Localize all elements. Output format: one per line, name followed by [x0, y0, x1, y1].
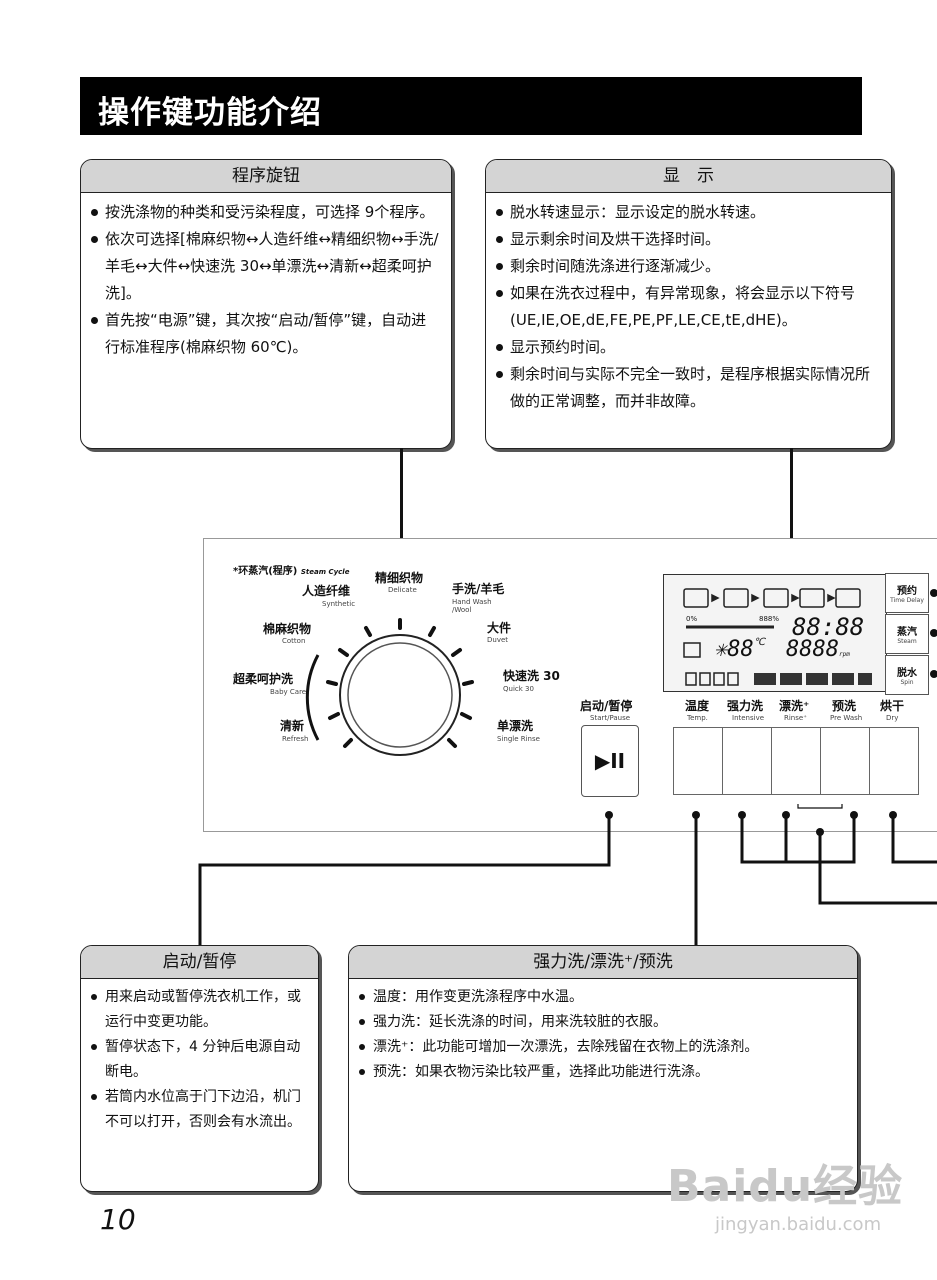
- list-item: 剩余时间随洗涤进行逐渐减少。: [496, 253, 881, 280]
- program-refresh-en: Refresh: [282, 735, 309, 743]
- title-bar: 操作键功能介绍: [80, 77, 862, 135]
- connector-dot: [930, 589, 937, 597]
- program-single-rinse[interactable]: 单漂洗: [497, 719, 534, 733]
- start-pause-title: 启动/暂停: [81, 946, 318, 979]
- option-temp-en: Temp.: [687, 714, 708, 722]
- option-intensive-en: Intensive: [732, 714, 765, 722]
- list-item: 暂停状态下，4 分钟后电源自动断电。: [91, 1035, 308, 1085]
- list-item: 如果在洗衣过程中，有异常现象，将会显示以下符号(UE,IE,OE,dE,FE,P…: [496, 280, 881, 334]
- lcd-display: 0% 888% 88:88 ✳88℃ 8888rpm: [663, 574, 887, 692]
- program-baby-care-en: Baby Care: [270, 688, 307, 696]
- watermark-url: jingyan.baidu.com: [715, 1214, 882, 1235]
- program-dial[interactable]: [300, 600, 500, 790]
- dial-inner-ring: [347, 642, 453, 748]
- temp-button[interactable]: [673, 727, 723, 795]
- connector-line: [790, 448, 793, 554]
- list-item: 温度：用作变更洗涤程序中水温。: [359, 985, 847, 1010]
- start-pause-button[interactable]: ▶II: [581, 725, 639, 797]
- lcd-rpm: 8888rpm: [786, 637, 850, 662]
- watermark-logo: Baidu经验: [667, 1161, 904, 1212]
- lcd-percent: 0%: [686, 615, 698, 623]
- program-delicate-en: Delicate: [388, 586, 417, 594]
- list-item: 漂洗⁺：此功能可增加一次漂洗，去除残留在衣物上的洗涤剂。: [359, 1035, 847, 1060]
- steam-arc: [305, 654, 320, 741]
- program-cotton[interactable]: 棉麻织物: [263, 622, 312, 636]
- program-synthetic-en: Synthetic: [322, 600, 356, 608]
- program-duvet[interactable]: 大件: [487, 621, 512, 635]
- option-rinse-label: 漂洗⁺: [779, 699, 810, 713]
- page-title: 操作键功能介绍: [98, 95, 322, 131]
- option-intensive-label: 强力洗: [727, 699, 764, 713]
- steam-button[interactable]: 蒸汽 Steam: [885, 614, 929, 654]
- program-handwash[interactable]: 手洗/羊毛: [452, 582, 505, 596]
- start-pause-label: 启动/暂停: [580, 699, 633, 713]
- program-quick30[interactable]: 快速洗 30: [503, 669, 560, 683]
- list-item: 依次可选择[棉麻织物↔人造纤维↔精细织物↔手洗/羊毛↔大件↔快速洗 30↔单漂洗…: [91, 226, 441, 307]
- program-single-rinse-en: Single Rinse: [497, 735, 540, 743]
- options-title: 强力洗/漂洗⁺/预洗: [349, 946, 857, 979]
- play-pause-icon: ▶II: [594, 749, 626, 773]
- program-knob-box: 程序旋钮 按洗涤物的种类和受污染程度，可选择 9个程序。 依次可选择[棉麻织物↔…: [80, 159, 452, 449]
- dry-button[interactable]: [869, 727, 919, 795]
- program-refresh[interactable]: 清新: [280, 719, 305, 733]
- start-pause-box: 启动/暂停 用来启动或暂停洗衣机工作，或运行中变更功能。 暂停状态下，4 分钟后…: [80, 945, 319, 1192]
- list-item: 用来启动或暂停洗衣机工作，或运行中变更功能。: [91, 985, 308, 1035]
- lcd-graphics: [683, 588, 872, 686]
- program-handwash-en: Hand Wash /Wool: [452, 598, 492, 614]
- list-item: 剩余时间与实际不完全一致时，是程序根据实际情况所做的正常调整，而并非故障。: [496, 361, 881, 415]
- list-item: 若筒内水位高于门下边沿，机门不可以打开，否则会有水流出。: [91, 1085, 308, 1135]
- list-item: 按洗涤物的种类和受污染程度，可选择 9个程序。: [91, 199, 441, 226]
- steam-cycle-label: *环蒸汽(程序) Steam Cycle: [233, 566, 350, 577]
- option-dry-label: 烘干: [880, 699, 905, 713]
- connector-dot: [930, 629, 937, 637]
- list-item: 强力洗：延长洗涤的时间，用来洗较脏的衣服。: [359, 1010, 847, 1035]
- options-box: 强力洗/漂洗⁺/预洗 温度：用作变更洗涤程序中水温。 强力洗：延长洗涤的时间，用…: [348, 945, 858, 1192]
- display-box: 显 示 脱水转速显示：显示设定的脱水转速。 显示剩余时间及烘干选择时间。 剩余时…: [485, 159, 892, 449]
- list-item: 脱水转速显示：显示设定的脱水转速。: [496, 199, 881, 226]
- page-number: 10: [100, 1203, 136, 1236]
- dial-ticks: [326, 618, 474, 748]
- lcd-time: 88:88: [792, 613, 865, 641]
- list-item: 预洗：如果衣物污染比较严重，选择此功能进行洗涤。: [359, 1060, 847, 1085]
- option-temp-label: 温度: [685, 699, 710, 713]
- list-item: 显示预约时间。: [496, 334, 881, 361]
- time-delay-button[interactable]: 预约 Time Delay: [885, 573, 929, 613]
- program-duvet-en: Duvet: [487, 636, 509, 644]
- program-knob-title: 程序旋钮: [81, 160, 451, 193]
- display-title: 显 示: [486, 160, 891, 193]
- option-rinse-en: Rinse⁺: [784, 714, 807, 722]
- program-delicate[interactable]: 精细织物: [375, 571, 424, 585]
- lcd-temp: ✳88℃: [714, 637, 765, 662]
- spin-button[interactable]: 脱水 Spin: [885, 655, 929, 695]
- rinse-plus-button[interactable]: [771, 727, 821, 795]
- option-prewash-en: Pre Wash: [830, 714, 863, 722]
- connector-dot: [930, 670, 937, 678]
- option-dry-en: Dry: [886, 714, 899, 722]
- program-baby-care[interactable]: 超柔呵护洗: [233, 672, 294, 686]
- option-prewash-label: 预洗: [832, 699, 857, 713]
- connector-line: [400, 448, 403, 556]
- list-item: 首先按“电源”键，其次按“启动/暂停”键，自动进行标准程序(棉麻织物 60℃)。: [91, 307, 441, 361]
- start-pause-label-en: Start/Pause: [590, 714, 631, 722]
- program-cotton-en: Cotton: [282, 637, 306, 645]
- lcd-percent-max: 888%: [759, 615, 780, 623]
- program-synthetic[interactable]: 人造纤维: [302, 584, 351, 598]
- list-item: 显示剩余时间及烘干选择时间。: [496, 226, 881, 253]
- program-quick30-en: Quick 30: [503, 685, 534, 693]
